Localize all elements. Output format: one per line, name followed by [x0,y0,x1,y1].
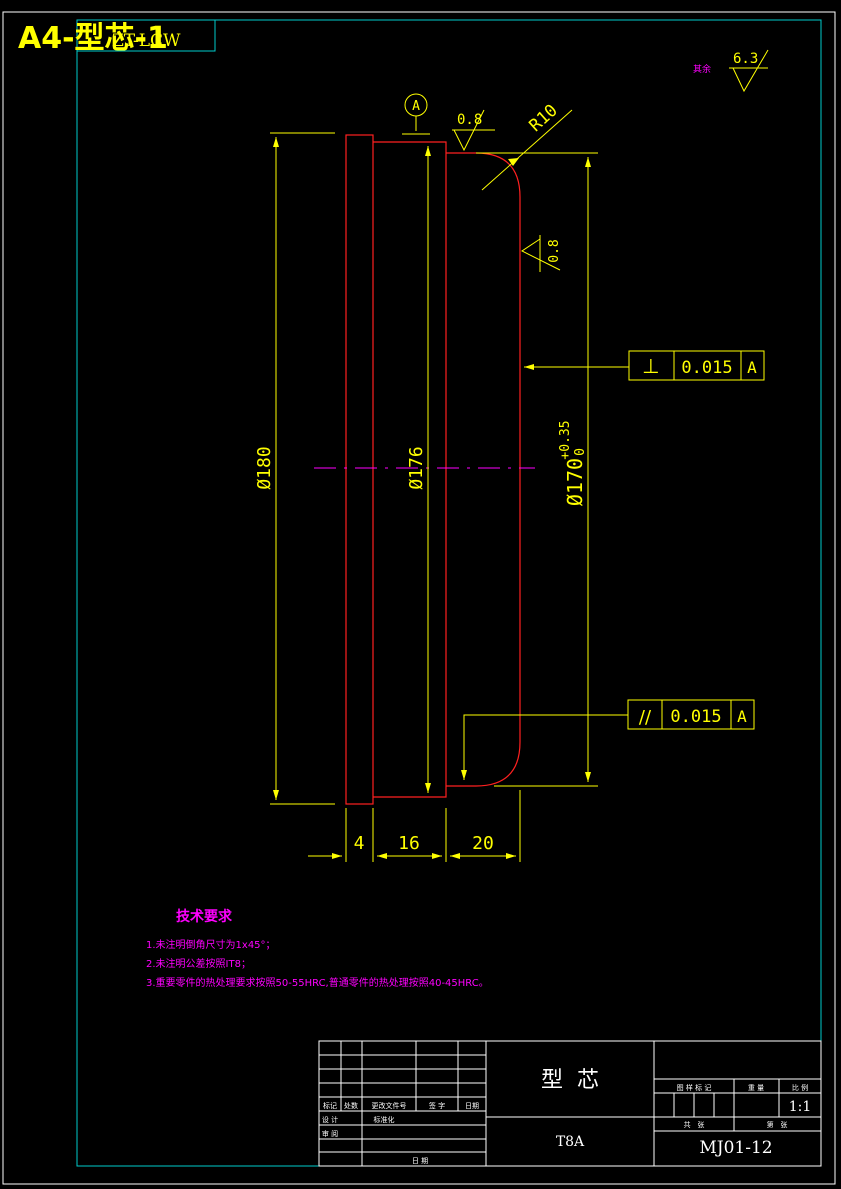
tb-h-weight: 重 量 [748,1084,764,1092]
tb-h-count: 处数 [344,1101,358,1110]
tb-h-design: 设 计 [322,1115,338,1124]
datum-letter: A [412,99,420,114]
parallel-value: 0.015 [670,707,721,727]
dim-170-text: Ø170 [563,458,587,506]
tb-h-date2: 日 期 [412,1157,428,1165]
dim-180-text: Ø180 [254,446,275,489]
dim-170-tol-upper: +0.35 [558,420,573,459]
dim-170-tol-lower: 0 [573,448,588,456]
radius-text: R10 [526,101,562,136]
tb-drawing-no: MJ01-12 [699,1138,772,1158]
parallel-symbol: // [639,707,652,728]
side-roughness-icon [521,235,561,272]
tb-h-file: 更改文件号 [372,1101,407,1110]
radius-arrow [508,158,519,166]
tb-h-sheet: 第 张 [767,1120,788,1129]
tb-h-scale: 比 例 [792,1083,808,1092]
top-roughness-icon [452,109,495,152]
tb-h-mark: 标记 [323,1101,337,1110]
parallel-datum: A [737,707,747,726]
roughness-symbol-icon [729,49,769,93]
title-block-grid [318,1040,822,1167]
length-dims [308,790,521,862]
tb-h-stage: 图 样 标 记 [677,1083,712,1092]
tb-scale: 1:1 [789,1099,812,1115]
sheet-overlay-code: ZT-LCW [112,31,181,51]
inner-frame [76,19,822,1167]
perp-value: 0.015 [681,358,732,378]
outer-border [2,11,836,1185]
parallel-frame [627,699,755,730]
other-surfaces-label: 其余 [693,63,711,75]
sheet-label-box [76,19,216,52]
tb-h-review: 审 阅 [322,1129,338,1138]
dim-176-text: Ø176 [406,446,427,489]
part-outline [345,134,521,805]
dim-20-text: 20 [472,833,494,854]
tb-h-sign: 签 字 [429,1101,445,1110]
tech-item-2: 2.未注明公差按照IT8； [146,957,251,970]
other-roughness-value: 6.3 [733,51,758,67]
tech-item-3: 3.重要零件的热处理要求按照50-55HRC,普通零件的热处理按照40-45HR… [146,976,489,989]
tb-h-date: 日期 [465,1102,479,1110]
datum-symbol [402,93,430,135]
tb-material: T8A [556,1134,585,1150]
radius-leader [481,109,573,191]
dim-180 [270,132,335,805]
perp-symbol: ⊥ [642,354,659,378]
tb-part-name: 型 芯 [541,1068,599,1093]
tb-h-standard: 标准化 [374,1115,395,1124]
parallel-leader [461,714,628,780]
tb-h-total: 共 张 [684,1120,705,1129]
side-roughness-value: 0.8 [547,239,562,262]
top-roughness-value: 0.8 [457,112,482,128]
tech-item-1: 1.未注明倒角尺寸为1x45°； [146,938,276,951]
sheet-label: A4-型芯-1 [18,21,168,56]
perp-datum: A [747,358,757,377]
dim-16-text: 16 [398,833,420,854]
dim-4-text: 4 [354,833,365,854]
perp-frame [628,350,765,381]
tech-title: 技术要求 [176,908,233,925]
dim-170 [476,152,598,787]
